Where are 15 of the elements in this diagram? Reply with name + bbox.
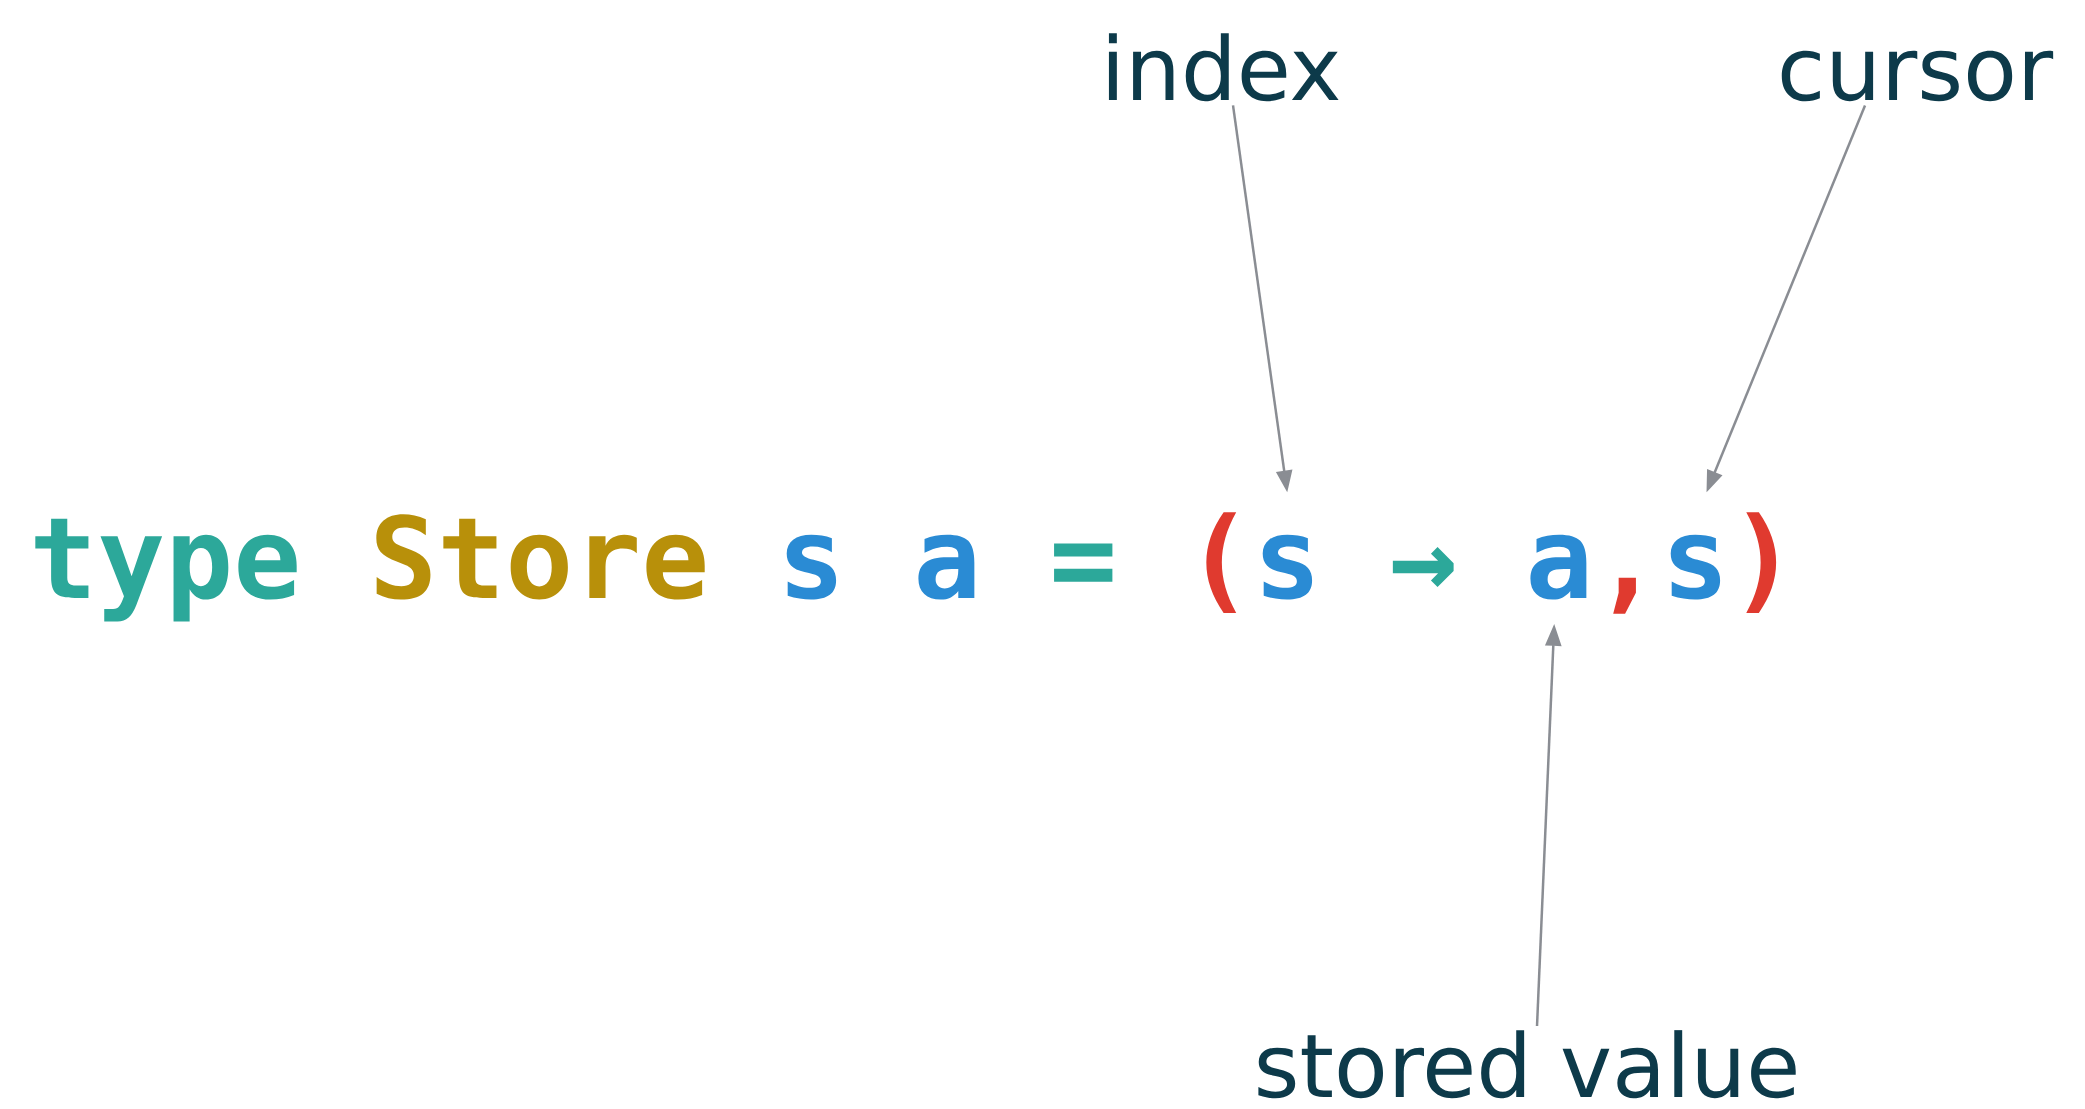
- annotation-label: stored value: [1258, 1030, 1796, 1099]
- code-text: ,: [1613, 577, 1636, 614]
- annotation-label: cursor: [1781, 50, 2054, 102]
- code-text: a: [918, 534, 975, 600]
- code-text: →: [1392, 547, 1454, 587]
- code-text: Store: [376, 514, 705, 600]
- code-text: (: [1206, 512, 1237, 613]
- code-text: type: [35, 518, 297, 622]
- code-text: s: [1670, 534, 1721, 600]
- code-text: s: [1262, 534, 1313, 600]
- annotation-label: index: [1108, 33, 1339, 102]
- code-text: =: [1054, 543, 1113, 582]
- code-text: ): [1746, 512, 1777, 613]
- code-text: a: [1530, 534, 1587, 600]
- code-text: s: [786, 534, 837, 600]
